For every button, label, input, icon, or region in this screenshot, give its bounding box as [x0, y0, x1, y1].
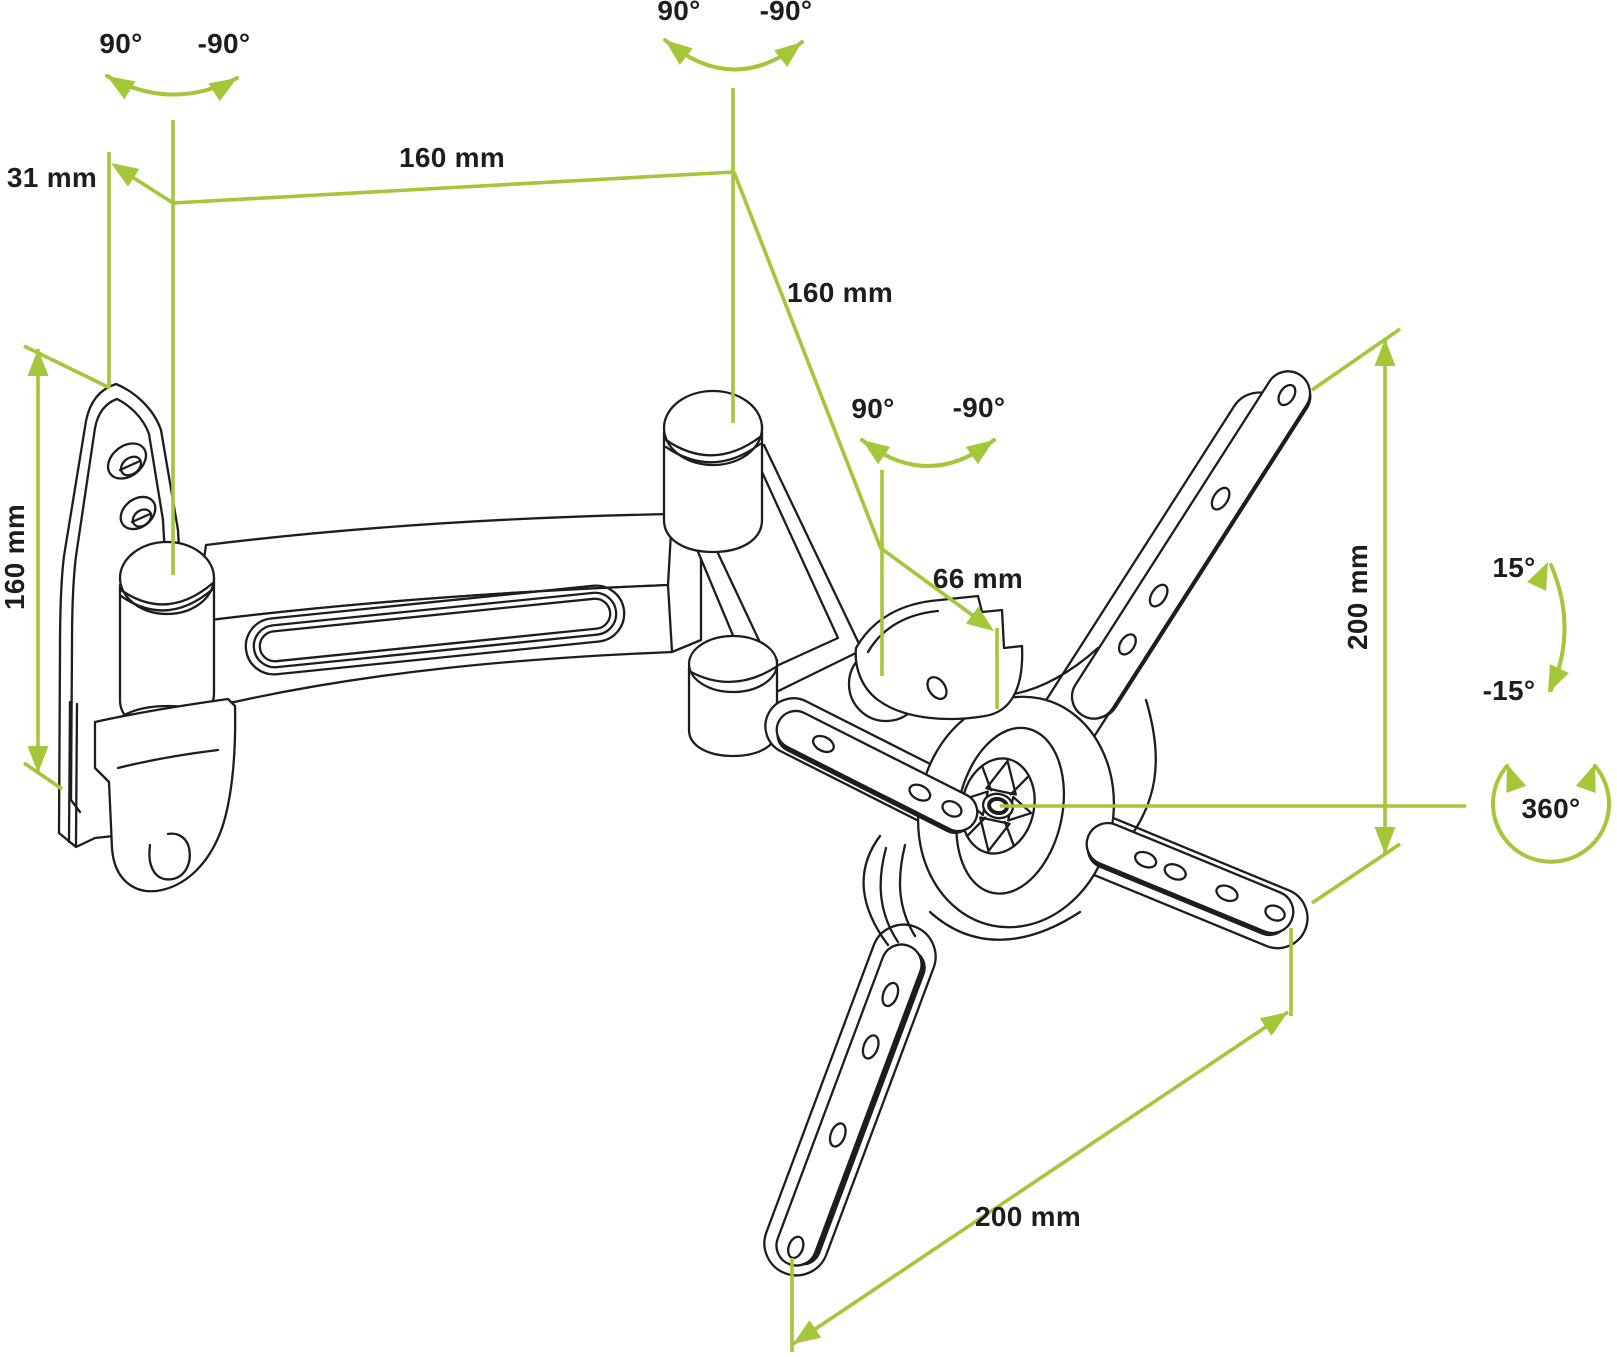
- angle-label-elbow-swivel-neg: -90°: [760, 0, 813, 26]
- vesa-plate-drawing: [763, 370, 1312, 1277]
- dimension-label-arm-length: 160 mm: [399, 142, 505, 173]
- arm-slot: [244, 584, 626, 676]
- dimension-vesa-height: [1310, 327, 1402, 905]
- angle-head-swivel: [860, 438, 996, 676]
- angle-label-wall-swivel-neg: -90°: [198, 28, 251, 59]
- vesa-strap-lower-left: [775, 943, 926, 1267]
- vesa-strap-upper-left: [775, 709, 979, 835]
- angle-wall-swivel: [105, 74, 239, 575]
- dimension-annotations: [22, 38, 1611, 1352]
- dimension-vesa-width: [790, 928, 1293, 1352]
- swivel-arm-drawing: [193, 512, 703, 709]
- angle-label-wall-swivel-pos: 90°: [99, 28, 142, 59]
- angle-rotation: [1000, 764, 1611, 864]
- dimension-wall-offset: [107, 152, 174, 388]
- angle-elbow-swivel: [663, 38, 804, 423]
- dimension-label-wall-plate-height: 160 mm: [0, 504, 30, 610]
- dimension-label-vesa-width: 200 mm: [975, 1201, 1081, 1232]
- angle-tilt: [1527, 562, 1569, 693]
- angle-label-tilt-neg: -15°: [1483, 675, 1536, 706]
- dimension-arm-drop: [732, 171, 883, 550]
- angle-label-head-swivel-neg: -90°: [953, 392, 1006, 423]
- dimension-head-offset: [880, 547, 999, 709]
- dimension-label-arm-drop: 160 mm: [787, 277, 893, 308]
- elbow-pivot-drawing: [662, 389, 764, 554]
- vesa-strap-lower-right: [1085, 821, 1295, 937]
- wall-clip-drawing: [93, 697, 237, 893]
- annotation-labels: 90° -90° 90° -90° 90° -90° 31 mm 160 mm …: [0, 0, 1580, 1232]
- dimension-label-vesa-height: 200 mm: [1342, 544, 1373, 650]
- dimension-wall-plate-height: [22, 344, 111, 791]
- dimension-arm-length: [172, 170, 735, 205]
- angle-label-head-swivel-pos: 90°: [851, 393, 894, 424]
- dimension-label-wall-offset: 31 mm: [7, 162, 97, 193]
- vesa-strap-upper-right: [1070, 370, 1312, 720]
- angle-label-elbow-swivel-pos: 90°: [657, 0, 700, 26]
- dimension-label-head-offset: 66 mm: [933, 563, 1023, 594]
- angle-label-tilt-pos: 15°: [1492, 552, 1535, 583]
- angle-label-rotation: 360°: [1521, 793, 1580, 824]
